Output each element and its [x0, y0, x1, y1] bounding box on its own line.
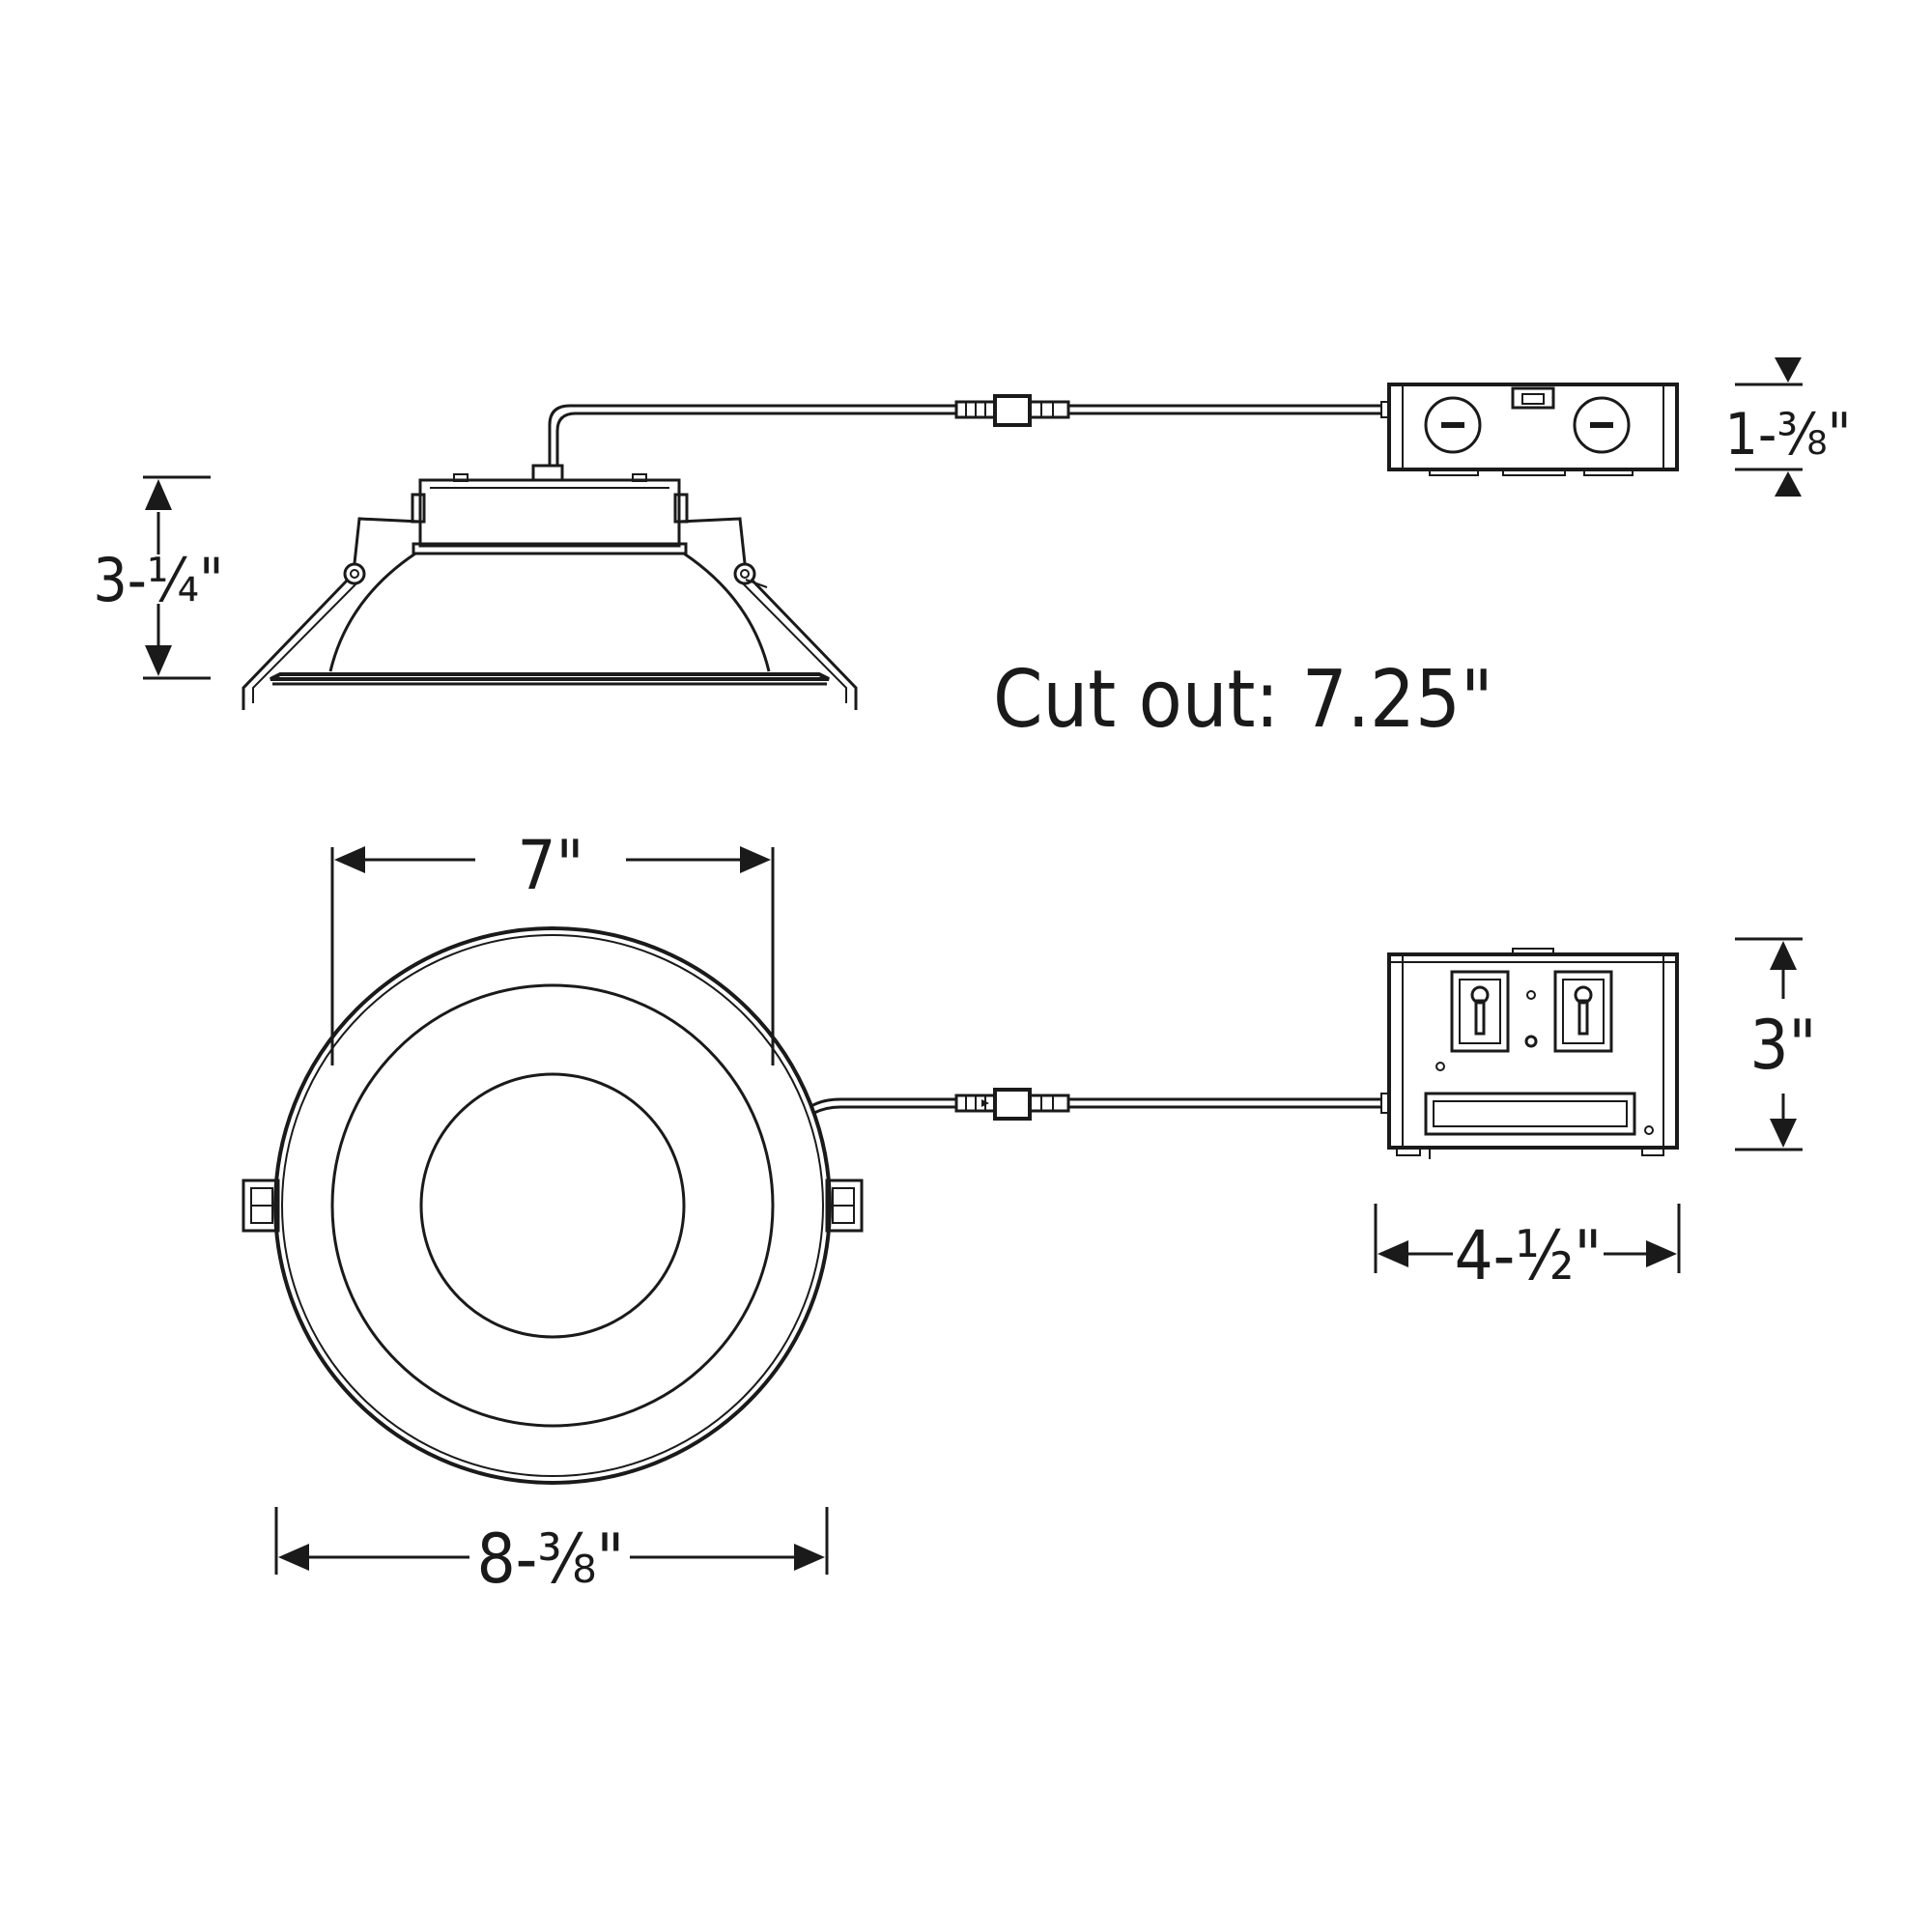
top-cable [810, 1088, 1390, 1121]
side-connector-body [993, 394, 1032, 427]
jb-height-arrow-down [1775, 357, 1802, 383]
spring-arm-right [750, 578, 858, 710]
jb-width-arrow-right [1646, 1240, 1677, 1267]
fixture-top-view [242, 926, 864, 1485]
junction-box-latch [1511, 386, 1555, 410]
junction-box-depth-label: 3" [1749, 1006, 1816, 1085]
junction-box-side-view [1387, 383, 1679, 476]
spring-pivot-left [343, 562, 366, 585]
trim-flange [270, 672, 830, 681]
keyhole-slot-left [1450, 970, 1510, 1053]
inner-diameter-arrow-right [740, 846, 771, 873]
spring-clip-right [825, 1179, 864, 1233]
jb-width-arrow-left [1378, 1240, 1408, 1267]
outer-diameter-dimension: 8-⅜" [274, 1507, 829, 1599]
height-dimension: 3-¼" [93, 475, 224, 680]
trim-outer-circle [273, 926, 832, 1485]
top-connector-body [993, 1088, 1032, 1121]
reflector-left [328, 552, 416, 672]
spring-arm-left [242, 578, 350, 710]
jb-depth-arrow-down [1770, 1119, 1797, 1148]
reflector-right [683, 552, 771, 672]
junction-box-side [1387, 383, 1679, 471]
fixture-side-view [242, 464, 858, 710]
spring-wire-left [353, 517, 421, 564]
jb-depth-arrow-up [1770, 941, 1797, 970]
outer-diameter-label: 8-⅜" [477, 1520, 625, 1599]
junction-box-top-view [1387, 948, 1679, 1159]
junction-box-cover [1424, 1092, 1636, 1136]
inner-diameter-label: 7" [517, 826, 583, 905]
junction-box-depth-dimension: 3" [1735, 937, 1817, 1151]
fixture-collar [412, 542, 688, 555]
spring-pivot-right [733, 562, 756, 585]
inner-diameter-arrow-left [334, 846, 365, 873]
knockout-left [1424, 396, 1482, 454]
spring-wire-right [678, 517, 747, 564]
outer-diameter-arrow-left [278, 1544, 309, 1571]
top-connector-right [1028, 1094, 1070, 1113]
fixture-housing [418, 478, 681, 548]
outer-diameter-arrow-right [794, 1544, 825, 1571]
knockout-right [1573, 396, 1631, 454]
reflector-circle [330, 983, 775, 1428]
height-arrow-down [145, 645, 172, 676]
inner-diameter-dimension: 7" [330, 826, 775, 1065]
lens-circle [419, 1072, 686, 1339]
jb-height-arrow-up [1775, 471, 1802, 497]
junction-box-width-dimension: 4-½" [1374, 1204, 1681, 1295]
height-label: 3-¼" [93, 545, 223, 615]
height-arrow-up [145, 479, 172, 510]
spring-clip-left [242, 1179, 280, 1233]
cable-gland [531, 464, 564, 482]
cut-out-label: Cut out: 7.25" [993, 654, 1493, 746]
keyhole-slot-right [1553, 970, 1613, 1053]
trim-outer-inner-edge [281, 934, 824, 1477]
side-connector-right [1028, 400, 1070, 419]
side-cable [548, 394, 1390, 466]
junction-box-height-label: 1-⅜" [1725, 401, 1852, 469]
junction-box-height-dimension: 1-⅜" [1725, 357, 1852, 497]
junction-box-width-label: 4-½" [1455, 1216, 1603, 1295]
